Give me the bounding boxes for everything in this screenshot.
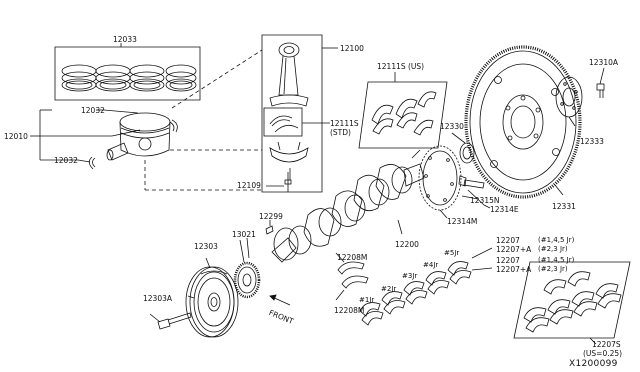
label-jr5: #5Jr <box>444 249 460 257</box>
label-12207-a-note: (#1,4,5 Jr) <box>538 236 575 244</box>
upper-bearings <box>371 91 437 136</box>
label-12330: 12330 <box>440 122 464 131</box>
label-12207a-a-note: (#2,3 Jr) <box>538 245 568 253</box>
label-12207a-b: 12207+A <box>496 265 532 274</box>
label-12207-b-note: (#1,4,5 Jr) <box>538 256 575 264</box>
main-bearing-set-box <box>513 261 631 345</box>
label-12010: 12010 <box>4 132 28 141</box>
label-jr4: #4Jr <box>423 261 439 269</box>
flywheel <box>464 45 582 199</box>
label-12333: 12333 <box>580 137 604 146</box>
misc-leader-lines <box>187 149 421 299</box>
snap-ring-left <box>88 156 96 170</box>
label-12207-b: 12207 <box>496 256 520 265</box>
main-bearing-set <box>523 271 622 333</box>
front-arrow-icon <box>269 294 291 306</box>
flywheel-bolt <box>596 67 605 98</box>
label-12033: 12033 <box>113 35 137 44</box>
piston <box>119 112 171 157</box>
label-jr3: #3Jr <box>402 272 418 280</box>
label-12208m-bottom: 12208M <box>334 306 365 315</box>
label-12109: 12109 <box>237 181 261 190</box>
label-12111s-us: 12111S (US) <box>377 62 425 71</box>
rear-oil-seal-retainer <box>418 145 462 219</box>
snap-ring-right <box>169 119 178 133</box>
piston-rings <box>61 64 197 92</box>
piston-ring-set-box <box>54 43 201 101</box>
label-12207a-a: 12207+A <box>496 245 532 254</box>
label-12207s: 12207S <box>592 340 621 349</box>
upper-bearing-box <box>358 72 448 149</box>
crankshaft <box>271 163 425 263</box>
connecting-rod <box>269 42 309 107</box>
label-12314m: 12314M <box>447 217 478 226</box>
label-12314e: 12314E <box>490 205 519 214</box>
label-12032-top: 12032 <box>81 106 105 115</box>
woodruff-key <box>265 220 274 235</box>
label-12207-a: 12207 <box>496 236 520 245</box>
label-jr1: #1Jr <box>359 296 375 304</box>
label-12303a: 12303A <box>143 294 172 303</box>
label-12200: 12200 <box>395 240 419 249</box>
label-12315n: 12315N <box>470 196 500 205</box>
label-12207a-b-note: (#2,3 Jr) <box>538 265 568 273</box>
label-13021: 13021 <box>232 230 256 239</box>
rod-bearing-box <box>263 107 330 137</box>
thrust-bearings <box>335 252 369 301</box>
label-us-025: (US=0.25) <box>583 349 623 358</box>
pulley-bolt <box>149 312 192 330</box>
piston-rod-dashed-guide <box>144 49 263 191</box>
label-12299: 12299 <box>259 212 283 221</box>
label-std: (STD) <box>330 128 351 137</box>
crankshaft-sprocket <box>233 239 261 299</box>
crank-pulley <box>185 257 239 338</box>
label-12032-bottom: 12032 <box>54 156 78 165</box>
rod-bolt <box>266 172 292 192</box>
pilot-bushing <box>451 132 475 164</box>
piston-leader-lines <box>30 109 141 163</box>
rod-cap <box>269 141 309 180</box>
label-12111s-std: 12111S <box>330 119 359 128</box>
piston-pin <box>106 142 129 161</box>
diagram-id: X1200099 <box>569 359 618 369</box>
label-12208m-top: 12208M <box>337 253 368 262</box>
main-bearings <box>359 247 493 326</box>
label-12331: 12331 <box>552 202 576 211</box>
label-12303: 12303 <box>194 242 218 251</box>
drive-plate <box>555 76 583 127</box>
label-jr2: #2Jr <box>381 285 397 293</box>
label-12100: 12100 <box>340 44 364 53</box>
label-12310a: 12310A <box>589 58 618 67</box>
connecting-rod-box <box>261 34 338 193</box>
flywheel-bolts <box>458 175 491 209</box>
